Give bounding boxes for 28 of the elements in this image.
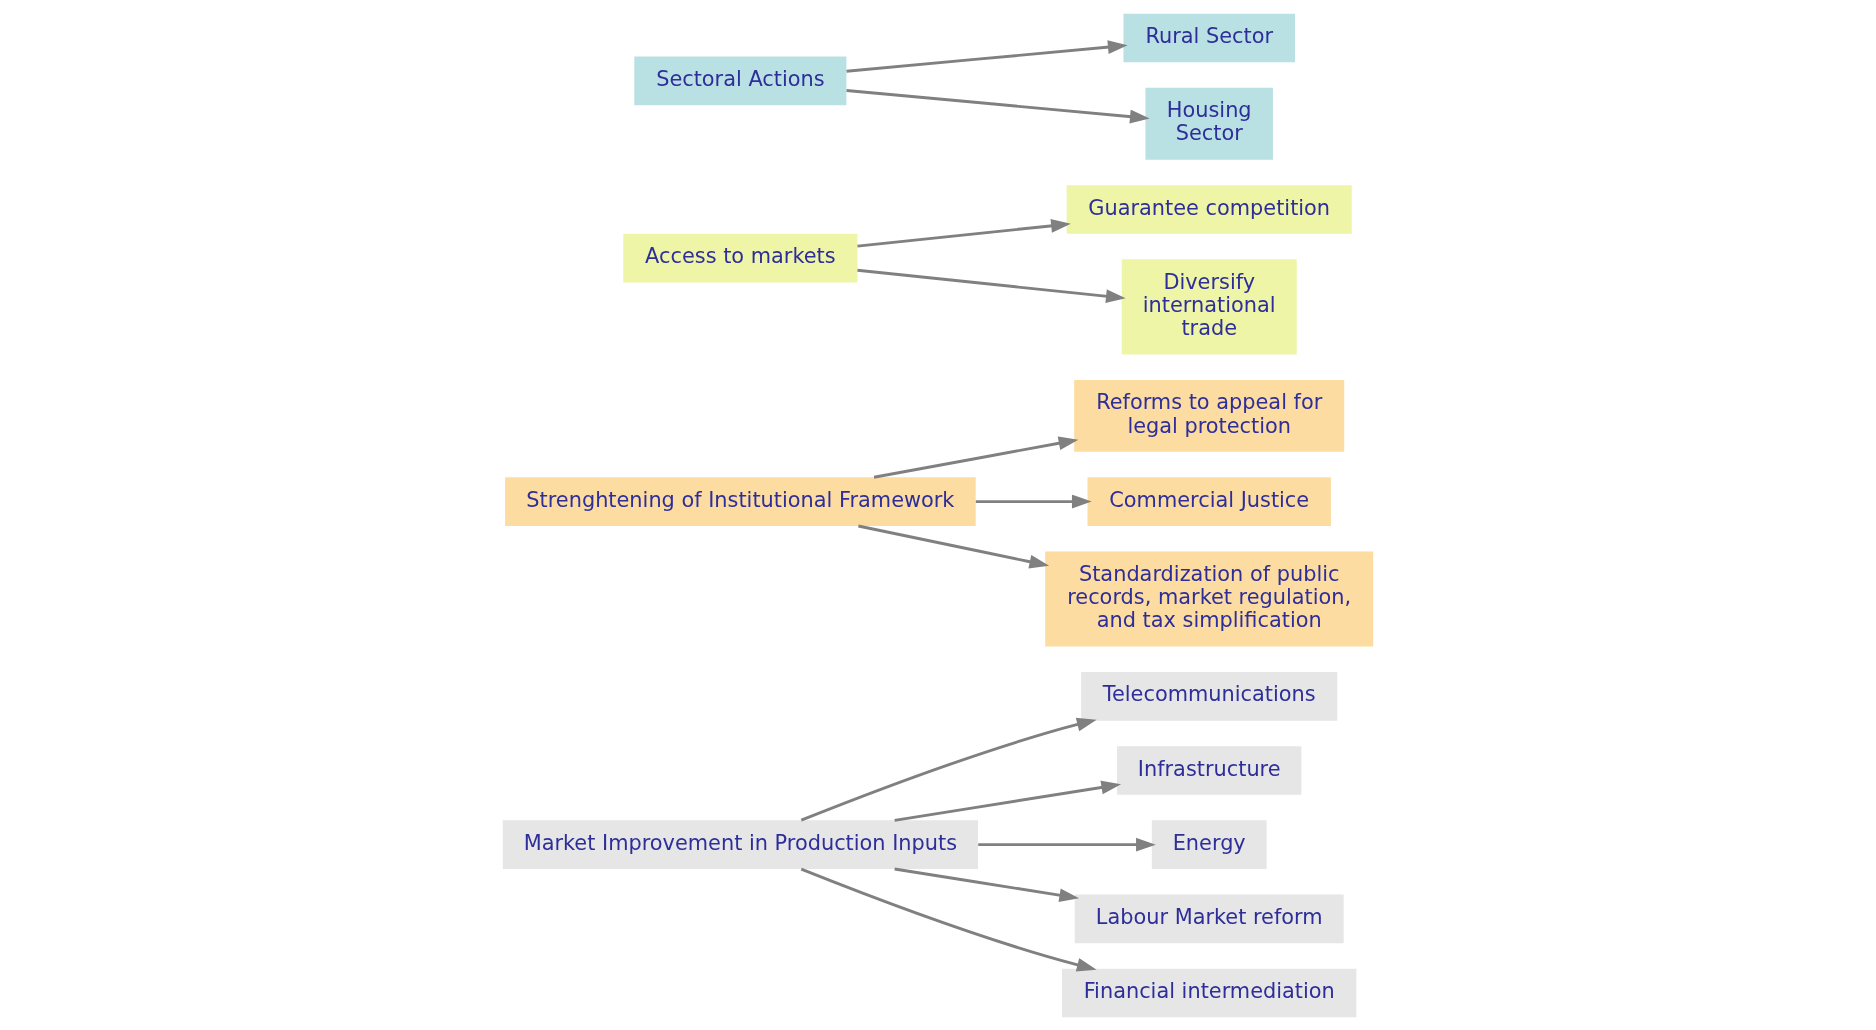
arrow [846,88,1150,123]
node-box: Financial intermediation [1062,968,1357,1017]
arrow [800,717,1097,822]
arrow [857,218,1071,248]
node-box: Market Improvement in Production Inputs [502,819,978,869]
arrow [857,268,1126,303]
node-box: Energy [1151,819,1267,869]
node-box: Housing Sector [1145,87,1273,160]
node-box: Access to markets [623,233,858,283]
node-box: Infrastructure [1117,745,1302,795]
node-box: Guarantee competition [1066,184,1352,234]
node-box: Strenghtening of Institutional Framework [505,476,976,526]
node-box: Reforms to appeal for legal protection [1074,379,1345,452]
node-box: Telecommunications [1081,671,1338,721]
arrow [894,780,1122,822]
node-box: Labour Market reform [1074,894,1344,943]
arrow [858,524,1050,569]
node-box: Standardization of public records, market regulation, and tax simplification [1045,550,1374,646]
node-box: Rural Sector [1123,13,1295,62]
arrow [978,837,1156,852]
node-box: Sectoral Actions [634,56,847,105]
node-box: Diversify international trade [1121,258,1297,354]
arrow [894,867,1080,902]
node-box: Commercial Justice [1087,476,1331,526]
arrow [873,435,1079,479]
arrow [975,494,1092,508]
arrow [800,867,1097,972]
arrow [846,39,1128,73]
